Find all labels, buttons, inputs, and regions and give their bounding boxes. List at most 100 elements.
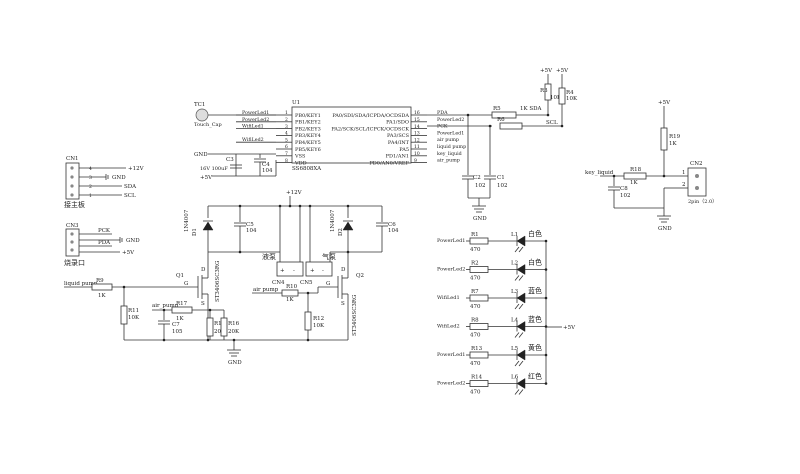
led-light-arrow	[514, 275, 520, 281]
mcu-net-label: PowerLed1	[437, 130, 464, 136]
q2-d: D	[341, 267, 346, 273]
r9-ref: R9	[96, 278, 104, 284]
mcu-pin-name: PA5	[399, 147, 409, 153]
r9-val: 1K	[98, 293, 106, 299]
r16-ref: R16	[228, 321, 240, 327]
mcu-pin-number: 7	[285, 151, 288, 157]
led-resistor	[469, 237, 489, 245]
r3-val: 10K	[550, 95, 562, 101]
q1-g: G	[184, 281, 188, 287]
r11-ref: R11	[128, 308, 139, 314]
r15-ref: R15	[214, 321, 226, 327]
mcu-pin-number: 11	[414, 144, 420, 150]
led-resistor-value: 470	[470, 276, 481, 282]
r3-ref: R3	[540, 88, 548, 94]
mcu-pin-name: PA3/SCS	[387, 133, 410, 139]
cn1-gnd: GND	[112, 175, 126, 181]
d1-part: 1N4007	[184, 209, 190, 232]
mcu-pin-number: 9	[414, 158, 417, 164]
mcu-net-label: PowerLed1	[242, 110, 269, 116]
mcu-pin-number: 12	[414, 137, 420, 143]
mcu-pin-name: PB5/KEY6	[295, 147, 321, 153]
r16-val: 20K	[228, 329, 240, 335]
c3-ref: C3	[226, 157, 234, 163]
gnd-label-pump: GND	[228, 360, 242, 366]
r11-val: 10K	[128, 315, 140, 321]
cn1-pin3: 3	[89, 175, 92, 181]
cn3-pck: PCK	[98, 228, 111, 234]
mcu-pin-name: VDD	[294, 160, 307, 166]
led-net-label: PowerLed1	[437, 238, 465, 244]
led-light-arrow	[518, 332, 524, 338]
mcu-pin-number: 4	[285, 131, 288, 137]
led-diode	[516, 349, 526, 361]
pump-12v: +12V	[286, 190, 303, 196]
r4-ref: R4	[566, 90, 574, 96]
mcu-net-label: WifiLed2	[242, 137, 264, 143]
mcu-pin-number: 15	[414, 117, 420, 123]
mcu-net-label: liquid pump	[437, 144, 466, 150]
key-liquid-input: +5V R19 1K key_liquid R18 1K C8 102 GND …	[585, 100, 717, 232]
led-light-arrow	[518, 275, 524, 281]
led-resistor	[469, 351, 489, 359]
gnd-label-i2c: GND	[473, 216, 487, 222]
i2c-pullups: R5 1K SDA R6 SCL +5V R3 10K +5V R4 10K C…	[427, 68, 578, 222]
led-light-arrow	[518, 389, 524, 395]
mcu-net-label: PCK	[437, 124, 448, 130]
led-junction	[544, 382, 548, 385]
mcu-net-label: PDA	[437, 110, 448, 116]
cn3-name: 烧录口	[64, 258, 85, 267]
c8-val: 102	[620, 193, 631, 199]
led-color: 红色	[528, 372, 542, 381]
cn4-minus: -	[293, 268, 295, 274]
led-resistor-value: 470	[470, 390, 481, 396]
q1-part: ST3406SC3RG	[215, 261, 221, 302]
q1-s: S	[201, 301, 205, 307]
mcu-net-label: air_pump	[437, 158, 460, 164]
c5-ref: C5	[246, 222, 254, 228]
c8-ref: C8	[620, 186, 628, 192]
led-light-arrow	[514, 360, 520, 367]
led-junction	[544, 353, 548, 357]
mcu-pin-number: 16	[414, 110, 420, 116]
c3-spec: 16V 100uF	[200, 166, 228, 172]
c6-ref: C6	[388, 222, 396, 228]
cn1-ref: CN1	[66, 156, 79, 162]
led-light-arrow	[514, 303, 520, 310]
led-resistor-ref: R1	[471, 232, 479, 238]
r5-val: 1K SDA	[520, 106, 543, 112]
r6-ref: R6	[497, 117, 505, 123]
cn5-minus: -	[322, 268, 324, 274]
mcu-part: SS6808XA	[292, 166, 322, 172]
led-diode	[516, 378, 526, 389]
cn4-plus: +	[280, 268, 285, 274]
r17-ref: R17	[176, 301, 188, 307]
c7-val: 105	[172, 329, 183, 335]
led-diode	[516, 235, 526, 247]
r10-ref: R10	[286, 284, 298, 290]
c5-val: 104	[246, 228, 257, 234]
cn3-pda: PDA	[98, 240, 111, 246]
d2-ref: D2	[338, 228, 344, 236]
led-color: 白色	[528, 258, 542, 267]
led-junction	[544, 296, 548, 300]
r3-vcc: +5V	[540, 68, 553, 74]
mcu-pin-name: PA0/SDI/SDA/ICPDA/OCDSDA	[332, 113, 409, 119]
led-diode	[516, 292, 526, 304]
led-diode	[516, 321, 526, 332]
led-resistor-ref: R13	[471, 346, 483, 352]
d1-ref: D1	[192, 228, 198, 236]
mcu-net-label: PowerLed2	[437, 117, 464, 123]
led-color: 黄色	[528, 343, 542, 352]
mcu-power: GND C3 16V 100uF C4 104 +5V	[194, 152, 277, 181]
cn1-pin1: 1	[89, 193, 92, 199]
gnd-label-1: GND	[194, 152, 208, 158]
led-net-label: PowerLed2	[437, 267, 465, 273]
mcu-pin-number: 3	[285, 124, 288, 130]
mcu-pin-name: PB0/KEY1	[295, 113, 321, 119]
led-diode	[516, 264, 526, 275]
q2-s: S	[341, 301, 345, 307]
cn2-ref: CN2	[690, 161, 703, 167]
